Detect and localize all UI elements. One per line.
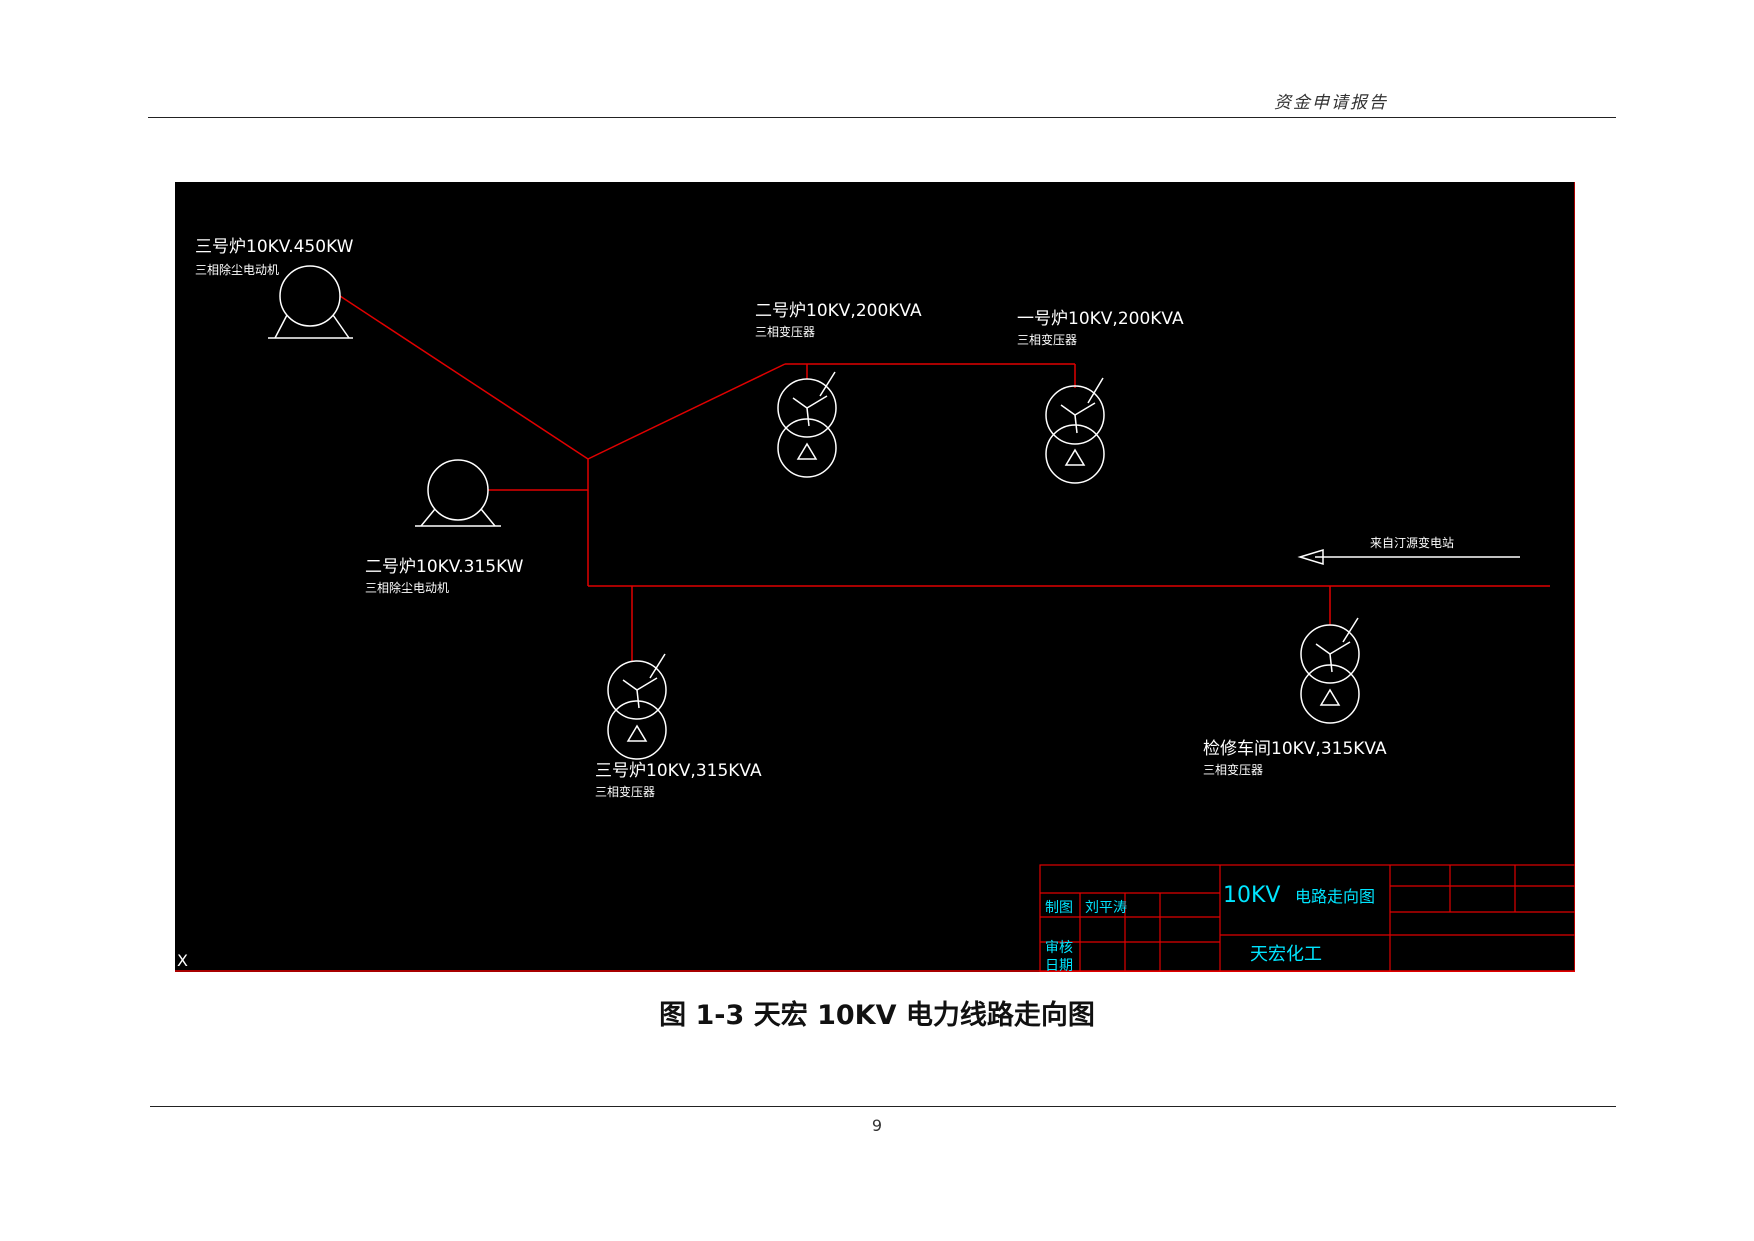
title-block-drawing-title-prefix: 10KV <box>1223 883 1280 908</box>
title-block-date-label: 日期 <box>1045 958 1073 972</box>
page-header-title: 资金申请报告 <box>1274 93 1388 113</box>
cad-drawing: 三号炉10KV.450KW 三相除尘电动机 二号炉10KV.315KW 三相除尘… <box>175 182 1575 972</box>
line-junction-to-top-bus <box>587 363 786 460</box>
motor-1-name: 三号炉10KV.450KW <box>195 237 354 257</box>
power-line-diagram: 三号炉10KV.450KW 三相除尘电动机 二号炉10KV.315KW 三相除尘… <box>175 182 1575 972</box>
motor-2-type: 三相除尘电动机 <box>365 580 449 595</box>
line-motor1-to-junction <box>339 295 589 460</box>
transformer-4-type: 三相变压器 <box>1203 762 1263 777</box>
motor-2-symbol <box>415 459 501 527</box>
transformer-1-name: 二号炉10KV,200KVA <box>755 301 922 321</box>
incoming-arrow-icon <box>1297 548 1520 566</box>
transformer-4-symbol <box>1300 617 1360 724</box>
transformer-2-name: 一号炉10KV,200KVA <box>1017 309 1184 329</box>
transformer-2-type: 三相变压器 <box>1017 332 1077 347</box>
title-block-drawing-title-suffix: 电路走向图 <box>1295 887 1375 906</box>
title-block-check-label: 审核 <box>1045 940 1073 956</box>
ucs-mark: X <box>177 951 188 970</box>
power-lines <box>339 295 1550 662</box>
transformer-3-name: 三号炉10KV,315KVA <box>595 761 762 781</box>
transformer-1-type: 三相变压器 <box>755 324 815 339</box>
figure-caption: 图 1-3 天宏 10KV 电力线路走向图 <box>659 1000 1095 1031</box>
drawing-border <box>175 182 1575 972</box>
transformer-4-name: 检修车间10KV,315KVA <box>1203 739 1387 759</box>
motor-1-symbol <box>268 265 353 339</box>
title-block-grid <box>1039 864 1575 972</box>
title-block-drawn-by-label: 制图 <box>1045 900 1073 916</box>
transformer-1-symbol <box>777 371 837 478</box>
title-block-company: 天宏化工 <box>1250 944 1322 965</box>
motor-2-name: 二号炉10KV.315KW <box>365 557 524 577</box>
footer-rule <box>150 1106 1616 1107</box>
transformer-2-symbol <box>1045 377 1105 484</box>
incoming-supply-label: 来自汀源变电站 <box>1370 535 1454 550</box>
transformer-3-symbol <box>607 653 667 760</box>
title-block-drawn-by-name: 刘平涛 <box>1085 900 1127 916</box>
motor-1-type: 三相除尘电动机 <box>195 262 279 277</box>
page-number: 9 <box>871 1116 883 1135</box>
transformer-3-type: 三相变压器 <box>595 784 655 799</box>
header-rule <box>148 117 1616 118</box>
